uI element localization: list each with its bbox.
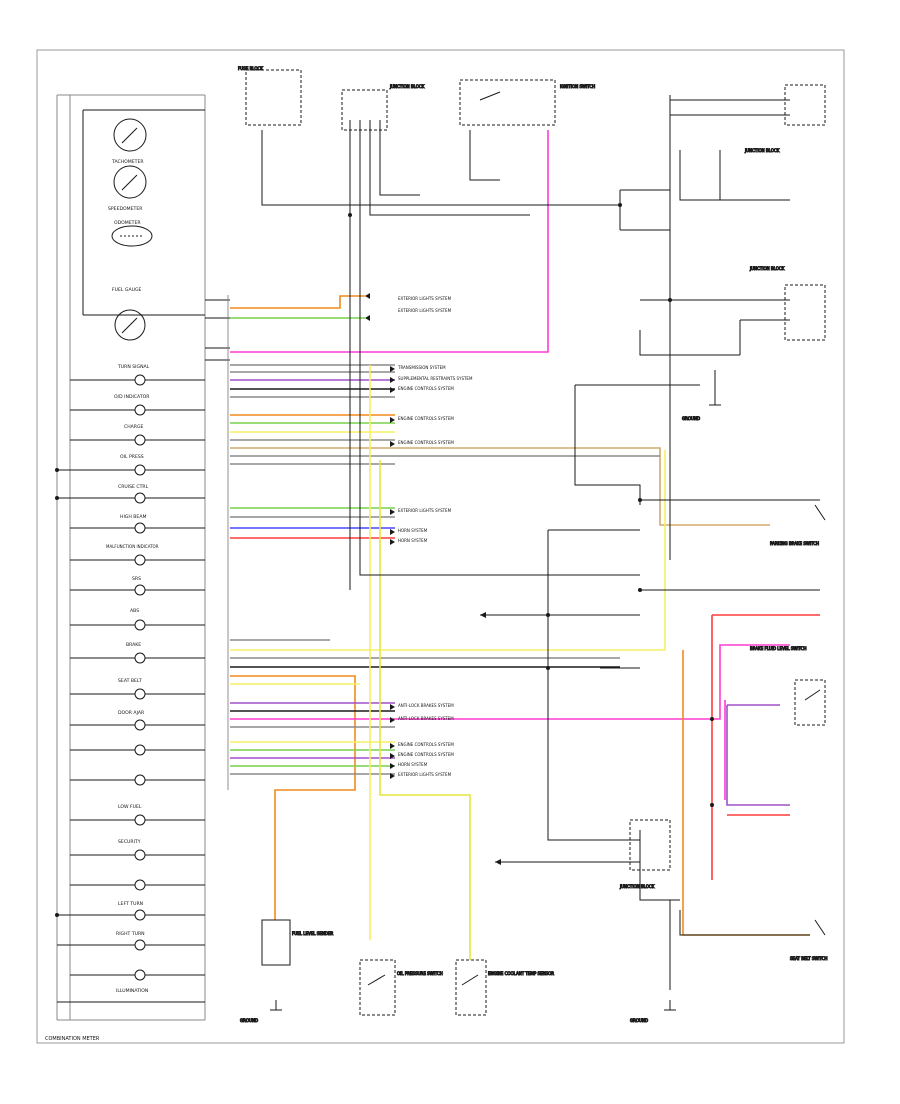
indicator-label: CHARGE	[124, 424, 144, 430]
system-label: EXTERIOR LIGHTS SYSTEM	[398, 296, 452, 301]
brake-fluid-label: BRAKE FLUID LEVEL SWITCH	[750, 646, 807, 651]
indicator-label: ILLUMINATION	[116, 988, 148, 994]
junction-block-label: JUNCTION BLOCK	[744, 148, 780, 153]
svg-text:GROUND: GROUND	[630, 1018, 648, 1023]
ground-symbols: GROUND GROUND GROUND	[240, 395, 721, 1024]
ignition-switch-label: IGNITION SWITCH	[560, 84, 595, 89]
junction-block-top: JUNCTION BLOCK	[341, 84, 425, 131]
speedometer: SPEEDOMETER	[108, 165, 147, 212]
junction-block-label: JUNCTION BLOCK	[749, 266, 785, 271]
fuel-gauge: FUEL GAUGE	[112, 287, 146, 341]
indicator-label: BRAKE	[126, 642, 141, 648]
system-label: ANTI-LOCK BRAKES SYSTEM	[398, 703, 454, 708]
svg-text:GROUND: GROUND	[240, 1018, 258, 1023]
oil-pressure-switch: OIL PRESSURE SWITCH	[359, 959, 443, 1016]
indicator-label: SEAT BELT	[118, 678, 142, 684]
splice-dots	[55, 203, 714, 917]
system-label: SUPPLEMENTAL RESTRAINTS SYSTEM	[398, 376, 473, 381]
junction-block-bottom: JUNCTION BLOCK	[619, 819, 671, 890]
indicator-label: HIGH BEAM	[120, 514, 146, 520]
harness-wires	[230, 130, 820, 960]
system-label: ENGINE CONTROLS SYSTEM	[398, 386, 454, 391]
system-label: TRANSMISSION SYSTEM	[397, 365, 446, 370]
system-label: ENGINE CONTROLS SYSTEM	[398, 752, 454, 757]
indicator-rows	[57, 374, 205, 1003]
indicator-label: RIGHT TURN	[116, 931, 145, 937]
parking-brake-label: PARKING BRAKE SWITCH	[770, 541, 819, 546]
system-label: ENGINE CONTROLS SYSTEM	[398, 416, 454, 421]
indicator-label: ABS	[130, 608, 139, 614]
indicator-label: OIL PRESS	[120, 454, 144, 460]
system-label: ENGINE CONTROLS SYSTEM	[398, 742, 454, 747]
indicator-label: CRUISE CTRL	[118, 484, 149, 490]
ground-3: GROUND	[682, 395, 721, 422]
indicator-label: O/D INDICATOR	[114, 394, 150, 400]
ground-2: GROUND	[630, 1000, 676, 1024]
indicator-label: TURN SIGNAL	[117, 364, 150, 370]
diagram-frame	[36, 49, 845, 1044]
system-label: ENGINE CONTROLS SYSTEM	[398, 440, 454, 445]
coolant-temp-sensor: ENGINE COOLANT TEMP SENSOR	[455, 959, 555, 1016]
odometer: ODOMETER	[111, 220, 153, 247]
system-label: HORN SYSTEM	[398, 528, 428, 533]
tachometer-label: TACHOMETER	[111, 159, 144, 165]
arrow-markers	[365, 293, 501, 865]
tachometer: TACHOMETER	[111, 118, 147, 165]
meter-caption: COMBINATION METER	[45, 1036, 100, 1042]
seat-belt-switch: SEAT BELT SWITCH	[790, 919, 828, 962]
system-label: EXTERIOR LIGHTS SYSTEM	[398, 308, 452, 313]
parking-brake-switch: PARKING BRAKE SWITCH	[770, 504, 826, 547]
meter-pin-stubs	[205, 299, 230, 361]
system-label: HORN SYSTEM	[398, 538, 428, 543]
fuse-block: FUSE BLOCK	[238, 66, 302, 126]
fuel-sender-label: FUEL LEVEL SENDER	[292, 931, 333, 936]
combination-meter	[56, 94, 206, 1021]
system-label: EXTERIOR LIGHTS SYSTEM	[398, 508, 452, 513]
odometer-label: ODOMETER	[114, 220, 141, 226]
system-label: EXTERIOR LIGHTS SYSTEM	[398, 772, 452, 777]
fuel-level-sender: FUEL LEVEL SENDER	[261, 919, 334, 966]
fuel-gauge-label: FUEL GAUGE	[112, 287, 142, 293]
junction-block-right-1: JUNCTION BLOCK	[744, 84, 826, 154]
indicator-label: MALFUNCTION INDICATOR	[106, 544, 159, 549]
brake-fluid-level-switch: BRAKE FLUID LEVEL SWITCH	[750, 646, 826, 726]
indicator-labels: TURN SIGNAL O/D INDICATOR CHARGE OIL PRE…	[106, 364, 159, 994]
system-labels: EXTERIOR LIGHTS SYSTEM EXTERIOR LIGHTS S…	[397, 296, 473, 777]
signal-wires	[261, 95, 820, 990]
ground-1: GROUND	[240, 1000, 282, 1024]
coolant-temp-label: ENGINE COOLANT TEMP SENSOR	[488, 971, 554, 976]
ignition-switch: IGNITION SWITCH	[459, 79, 596, 126]
speedometer-label: SPEEDOMETER	[108, 206, 143, 212]
fuse-block-label: FUSE BLOCK	[238, 66, 263, 71]
indicator-label: SECURITY	[118, 839, 141, 845]
indicator-label: DOOR AJAR	[118, 710, 145, 716]
indicator-label: LEFT TURN	[118, 901, 143, 907]
junction-block-right-2: JUNCTION BLOCK	[749, 266, 826, 341]
svg-text:GROUND: GROUND	[682, 416, 700, 421]
system-label: HORN SYSTEM	[398, 762, 428, 767]
system-label: ANTI-LOCK BRAKES SYSTEM	[398, 716, 454, 721]
oil-pressure-label: OIL PRESSURE SWITCH	[397, 971, 443, 976]
junction-block-label: JUNCTION BLOCK	[619, 884, 655, 889]
seat-belt-label: SEAT BELT SWITCH	[790, 956, 828, 961]
indicator-label: SRS	[132, 576, 141, 582]
junction-block-label: JUNCTION BLOCK	[389, 84, 425, 89]
indicator-label: LOW FUEL	[118, 804, 142, 810]
